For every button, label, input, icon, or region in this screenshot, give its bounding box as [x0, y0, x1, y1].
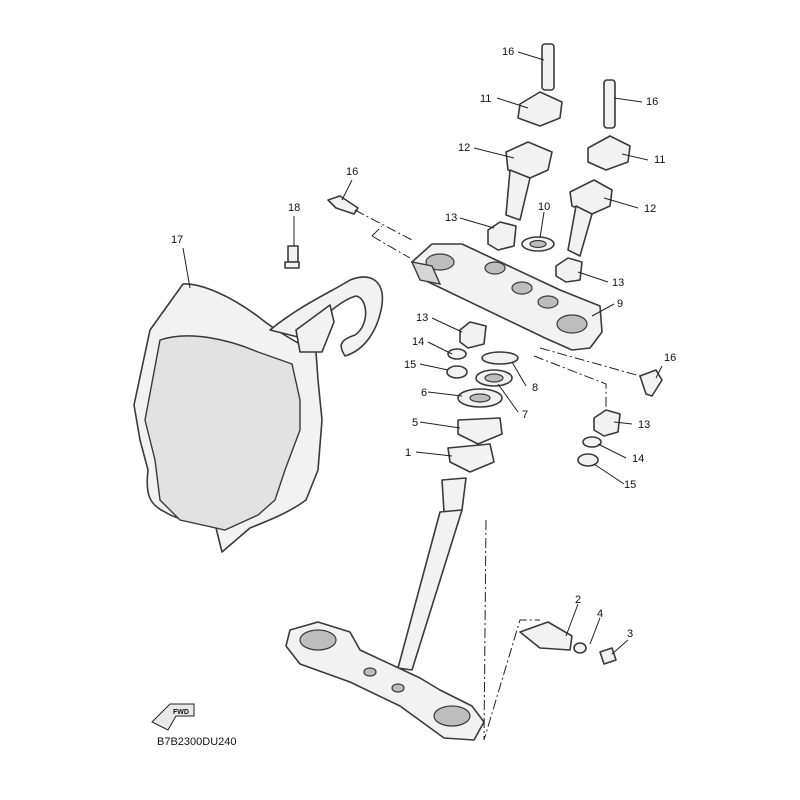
handlebar-holder-left-part — [505, 43, 563, 221]
callout-4: 4 — [597, 608, 603, 620]
plate-bracket-part — [269, 276, 384, 357]
number-plate-part — [133, 283, 323, 553]
callout-16: 16 — [346, 166, 358, 178]
callout-12: 12 — [644, 203, 656, 215]
callout-5: 5 — [412, 417, 418, 429]
callout-3: 3 — [627, 628, 633, 640]
hose-guide-part — [519, 621, 587, 654]
callout-16: 16 — [502, 46, 514, 58]
callout-13: 13 — [445, 212, 457, 224]
callout-6: 6 — [421, 387, 427, 399]
bearing-stack-parts — [446, 221, 621, 473]
callout-12: 12 — [458, 142, 470, 154]
callout-8: 8 — [532, 382, 538, 394]
callout-2: 2 — [575, 594, 581, 606]
callout-11: 11 — [654, 154, 665, 166]
callout-13: 13 — [638, 419, 650, 431]
callout-7: 7 — [522, 409, 528, 421]
handlebar-holder-right-part — [567, 79, 631, 257]
diagram-code: B7B2300DU240 — [157, 736, 237, 748]
callout-14: 14 — [412, 336, 424, 348]
leader-lines — [182, 51, 663, 655]
callout-18: 18 — [288, 202, 300, 214]
under-bracket-part — [285, 477, 485, 741]
callout-16: 16 — [646, 96, 658, 108]
callout-13: 13 — [612, 277, 624, 289]
callout-1: 1 — [405, 447, 411, 459]
callout-14: 14 — [632, 453, 644, 465]
alignment-lines — [354, 209, 641, 741]
callout-10: 10 — [538, 201, 550, 213]
callout-9: 9 — [617, 298, 623, 310]
callout-15: 15 — [404, 359, 416, 371]
callout-13: 13 — [416, 312, 428, 324]
callout-16: 16 — [664, 352, 676, 364]
fwd-label: FWD — [173, 709, 189, 716]
callout-11: 11 — [480, 93, 491, 105]
fwd-arrow-icon: FWD — [151, 703, 195, 731]
callout-17: 17 — [171, 234, 183, 246]
callout-15: 15 — [624, 479, 636, 491]
upper-bracket-part — [410, 243, 603, 351]
